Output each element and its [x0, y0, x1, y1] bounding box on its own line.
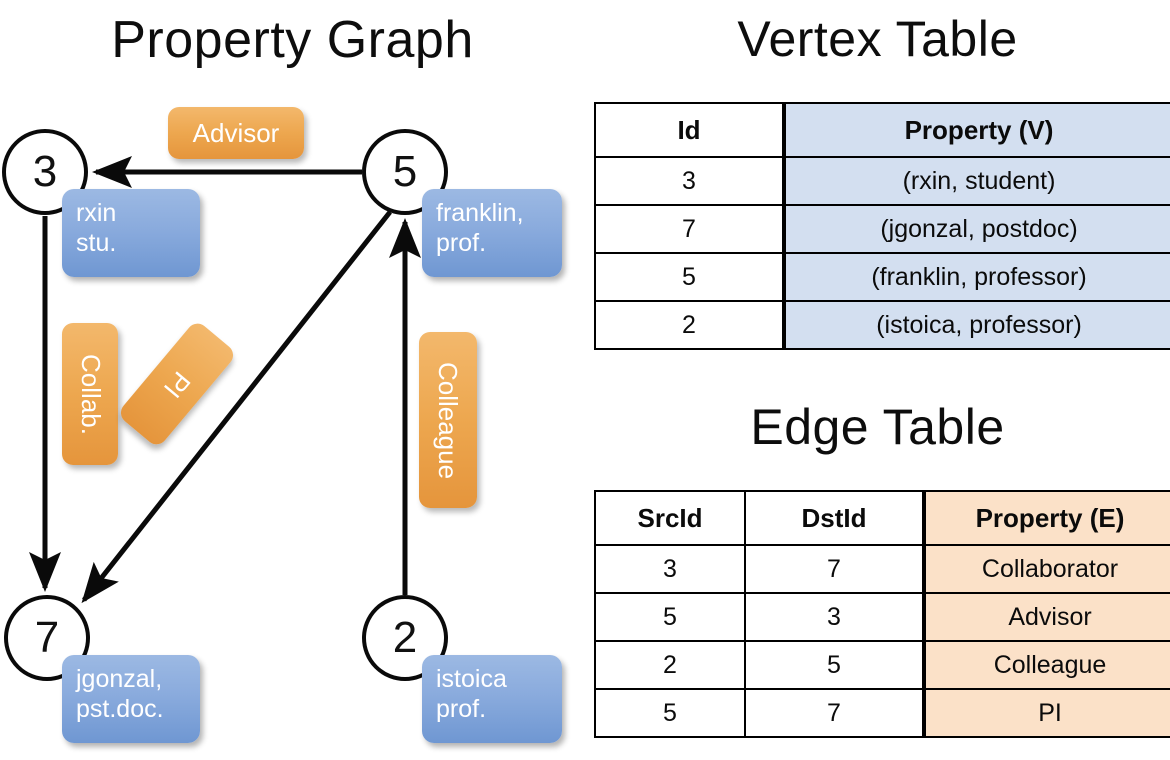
node-property-box-2: istoica prof. [422, 655, 562, 743]
node-property-box-7: jgonzal, pst.doc. [62, 655, 200, 743]
vertex-cell-id: 2 [594, 300, 785, 350]
vertex-table-header-property: Property (V) [782, 102, 1170, 158]
edge-label-text: Collab. [75, 353, 106, 435]
edge-cell-property: Colleague [922, 640, 1170, 690]
node-property-line-1: rxin [76, 199, 117, 227]
edge-table-header-row: SrcId DstId Property (E) [594, 490, 1170, 546]
node-property-box-3: rxin stu. [62, 189, 200, 277]
edge-table-header-property: Property (E) [922, 490, 1170, 546]
node-property-line-1: istoica [436, 665, 507, 693]
edge-cell-dstid: 7 [744, 688, 925, 738]
vertex-cell-property: (istoica, professor) [782, 300, 1170, 350]
table-row[interactable]: 5 (franklin, professor) [594, 252, 1170, 302]
edge-label-box-advisor: Advisor [168, 107, 304, 159]
property-graph-diagram: 3 5 7 2 rxin stu. franklin, prof. jgonza… [2, 107, 562, 743]
edge-cell-dstid: 7 [744, 544, 925, 594]
table-row[interactable]: 3 7 Collaborator [594, 544, 1170, 594]
node-property-line-2: pst.doc. [76, 694, 164, 723]
node-property-line-2: prof. [436, 228, 487, 257]
edge-label-text: Colleague [433, 361, 464, 479]
vertex-cell-property: (franklin, professor) [782, 252, 1170, 302]
edge-cell-srcid: 2 [594, 640, 746, 690]
page-title-vertex-table: Vertex Table [737, 11, 1018, 67]
vertex-table-header-id: Id [594, 102, 785, 158]
vertex-cell-property: (rxin, student) [782, 156, 1170, 206]
table-row[interactable]: 7 (jgonzal, postdoc) [594, 204, 1170, 254]
table-row[interactable]: 2 (istoica, professor) [594, 300, 1170, 350]
vertex-cell-id: 7 [594, 204, 785, 254]
page-title-property-graph: Property Graph [111, 11, 474, 69]
edge-cell-property: Collaborator [922, 544, 1170, 594]
edge-label-box-colleague: Colleague [419, 332, 477, 508]
table-row[interactable]: 2 5 Colleague [594, 640, 1170, 690]
graph-node-5[interactable]: 5 [362, 129, 448, 215]
graph-edge-lines [29, 156, 421, 604]
edge-cell-property: Advisor [922, 592, 1170, 642]
edge-table-header-srcid: SrcId [594, 490, 746, 546]
page-title-edge-table: Edge Table [750, 399, 1005, 455]
vertex-cell-id: 3 [594, 156, 785, 206]
vertex-cell-property: (jgonzal, postdoc) [782, 204, 1170, 254]
edge-label-text: Advisor [192, 117, 280, 148]
node-property-line-1: jgonzal, [76, 665, 163, 693]
edge-line-5-to-7 [81, 210, 392, 604]
edge-table-header-dstid: DstId [744, 490, 925, 546]
edge-cell-dstid: 5 [744, 640, 925, 690]
edge-cell-srcid: 3 [594, 544, 746, 594]
table-row[interactable]: 5 7 PI [594, 688, 1170, 738]
vertex-cell-id: 5 [594, 252, 785, 302]
edge-cell-property: PI [922, 688, 1170, 738]
table-row[interactable]: 5 3 Advisor [594, 592, 1170, 642]
node-property-box-5: franklin, prof. [422, 189, 562, 277]
table-row[interactable]: 3 (rxin, student) [594, 156, 1170, 206]
edge-label-box-collab: Collab. [62, 323, 118, 465]
node-property-line-1: franklin, [436, 199, 524, 227]
vertex-table-header-row: Id Property (V) [594, 102, 1170, 158]
edge-table: SrcId DstId Property (E) 3 7 Collaborato… [594, 490, 1170, 738]
vertex-table: Id Property (V) 3 (rxin, student) 7 (jgo… [594, 102, 1170, 350]
graph-node-2[interactable]: 2 [362, 595, 448, 681]
node-property-line-2: prof. [436, 694, 487, 723]
edge-label-text: PI [157, 365, 197, 404]
node-property-line-2: stu. [76, 228, 117, 257]
edge-cell-srcid: 5 [594, 592, 746, 642]
edge-cell-dstid: 3 [744, 592, 925, 642]
edge-cell-srcid: 5 [594, 688, 746, 738]
